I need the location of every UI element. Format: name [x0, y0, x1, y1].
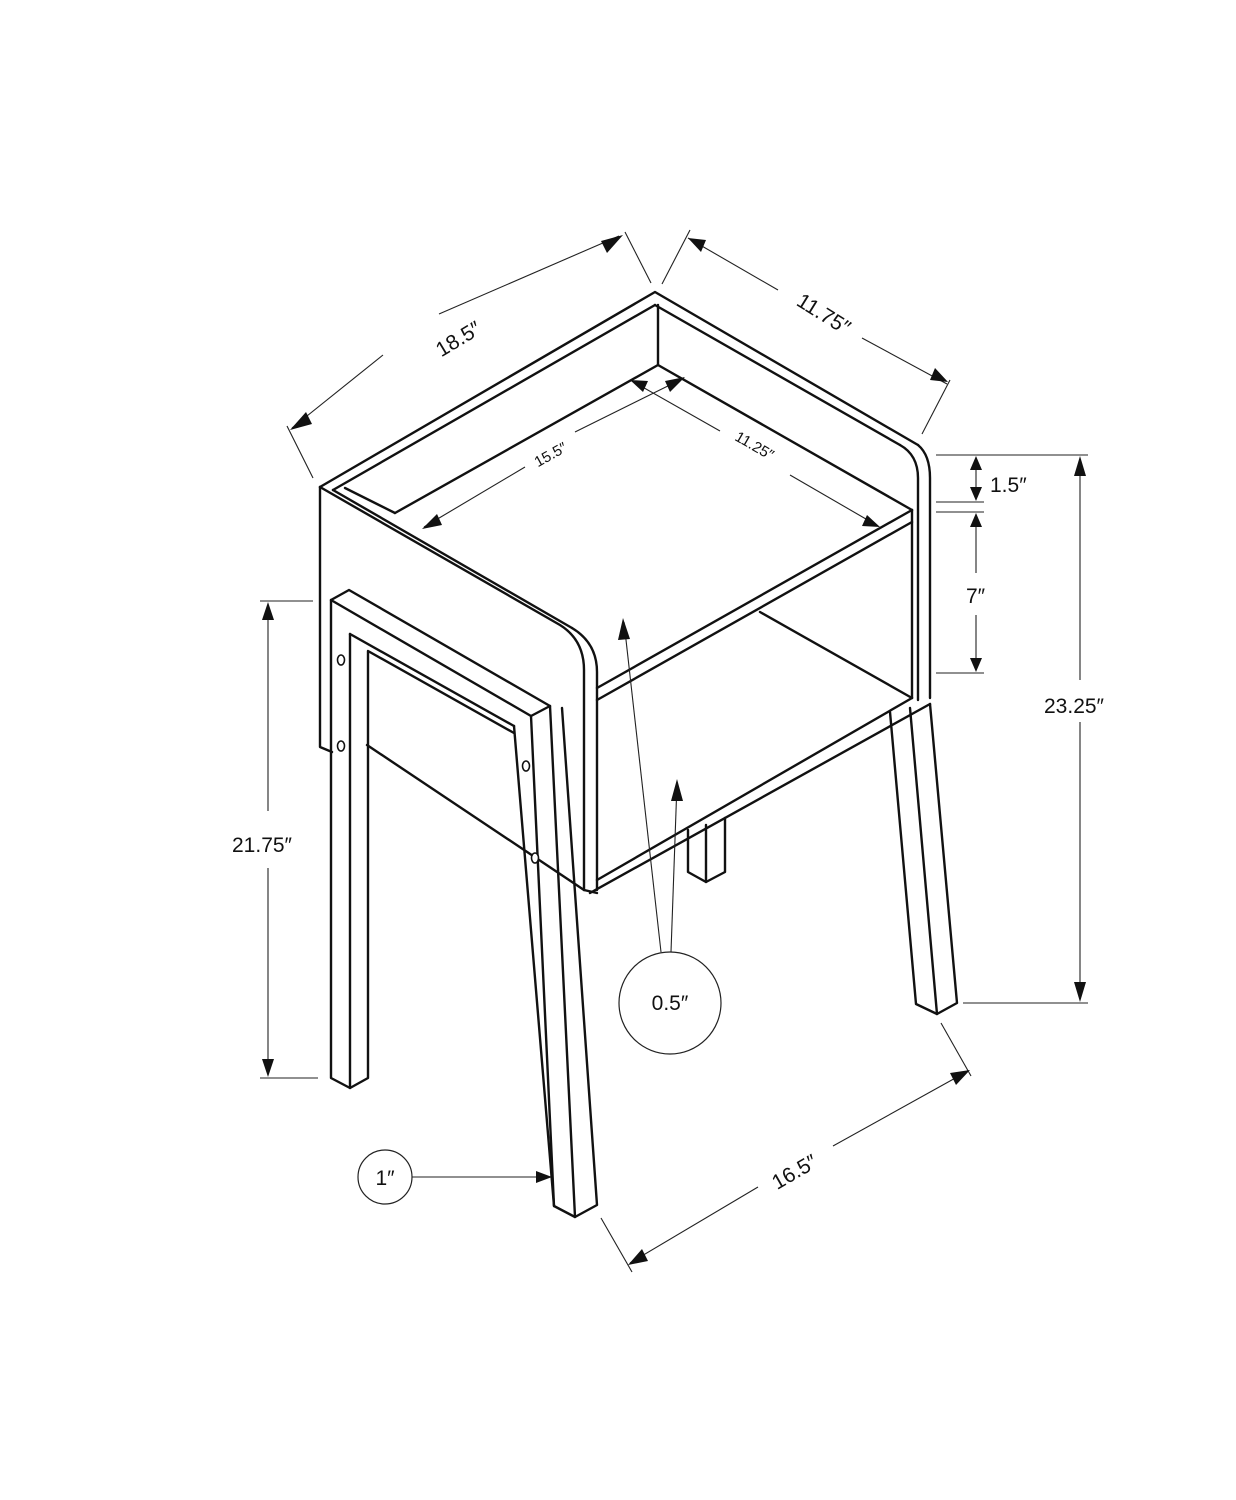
dim-shelf-clearance: 7″ [936, 511, 986, 674]
right-leg [888, 702, 959, 1016]
label-leg-thickness: 1″ [375, 1167, 395, 1190]
left-side-panel [318, 485, 599, 895]
front-leg-frame [329, 588, 599, 1219]
label-inner-depth: 11.25″ [732, 428, 777, 464]
dim-overall-depth: 11.75″ [661, 229, 951, 435]
screw-hole [530, 852, 540, 864]
table-drawing [318, 290, 959, 1219]
label-leg-frame-height: 21.75″ [232, 834, 293, 857]
dim-leg-frame-height: 21.75″ [232, 600, 318, 1079]
middle-shelf [595, 508, 914, 702]
label-leg-span: 16.5″ [768, 1150, 822, 1194]
screw-hole [336, 654, 346, 666]
back-leg [686, 816, 727, 884]
label-top-lip-height: 1.5″ [990, 474, 1027, 497]
label-shelf-clearance: 7″ [966, 585, 986, 608]
label-overall-depth: 11.75″ [793, 289, 855, 340]
tray-rim [318, 290, 920, 515]
dim-leg-thickness: 1″ [357, 1149, 552, 1205]
label-panel-thickness: 0.5″ [652, 992, 689, 1015]
bottom-shelf [365, 696, 932, 895]
dim-leg-span: 16.5″ [600, 1022, 972, 1273]
label-overall-width: 18.5″ [432, 317, 486, 362]
label-inner-width: 15.5″ [532, 439, 571, 471]
label-overall-height: 23.25″ [1044, 695, 1105, 718]
dim-inner-width: 15.5″ [422, 377, 685, 529]
dim-overall-width: 18.5″ [286, 231, 652, 479]
dim-overall-height: 23.25″ [963, 456, 1105, 1004]
dimension-lines: 18.5″ 11.75″ 15.5″ 11.25″ [232, 229, 1105, 1273]
dim-top-lip-height: 1.5″ [936, 454, 1088, 503]
screw-hole [336, 740, 346, 752]
right-side-panel [898, 443, 932, 702]
dim-panel-thickness: 0.5″ [618, 618, 722, 1055]
screw-hole [521, 760, 531, 772]
